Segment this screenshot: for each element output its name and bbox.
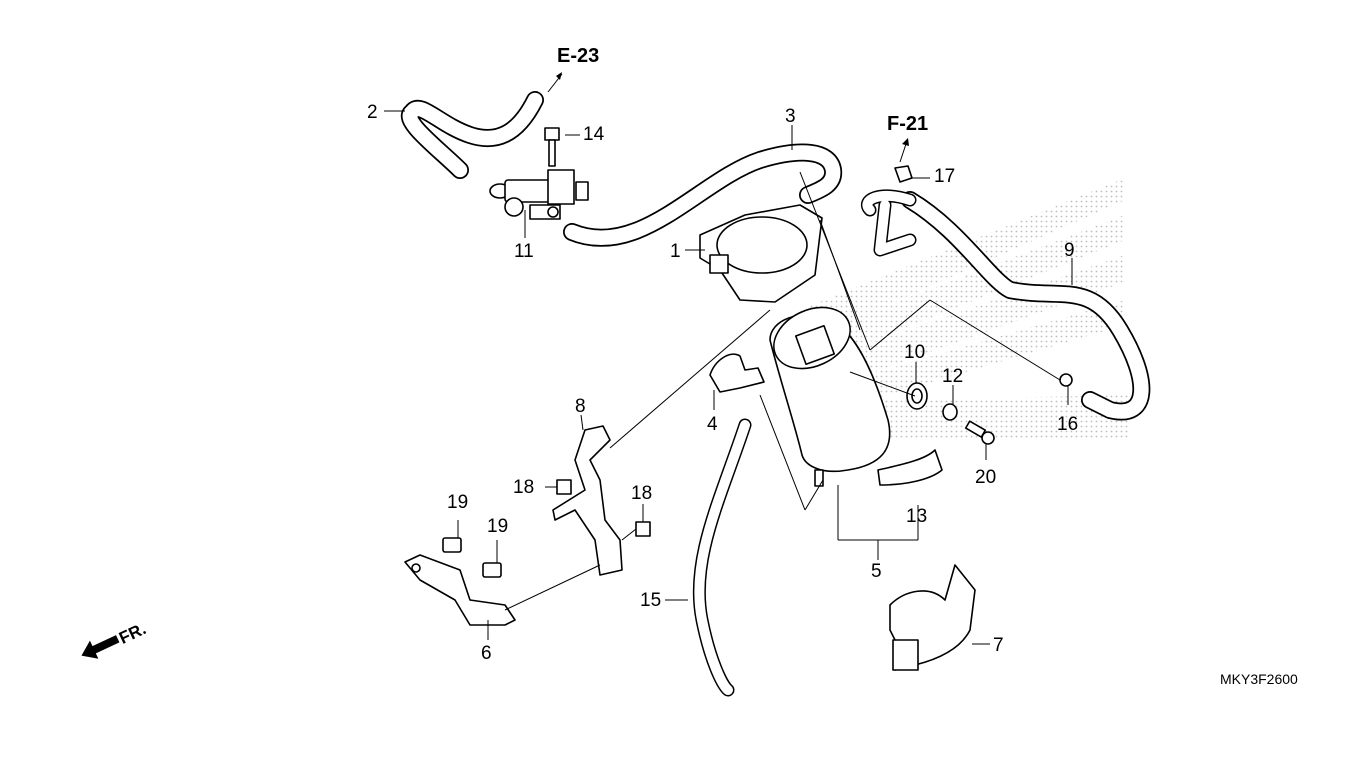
callout-12: 12 <box>942 366 963 387</box>
part-16-clip[interactable] <box>1059 373 1073 387</box>
part-19-bolt-b[interactable] <box>482 562 502 578</box>
callout-11: 11 <box>514 241 534 262</box>
callout-19-b: 19 <box>487 516 508 537</box>
callout-13: 13 <box>906 506 927 527</box>
front-marker: FR. <box>81 619 149 659</box>
front-marker-label: FR. <box>116 619 149 648</box>
part-8-bracket[interactable] <box>552 425 623 576</box>
part-14-bolt[interactable] <box>544 127 560 167</box>
ref-f21[interactable]: F-21 <box>887 113 928 163</box>
callout-16: 16 <box>1057 414 1078 435</box>
part-3-hose[interactable] <box>563 143 843 247</box>
ref-e23[interactable]: E-23 <box>547 45 599 93</box>
part-18-bolt-b[interactable] <box>621 521 651 541</box>
callout-10: 10 <box>904 342 925 363</box>
diagram-code: MKY3F2600 <box>1220 671 1298 687</box>
callout-20: 20 <box>975 467 996 488</box>
ref-e23-label: E-23 <box>557 45 599 67</box>
callouts: 2 14 11 3 1 17 9 10 12 16 20 13 4 5 8 18… <box>367 102 1078 664</box>
callout-3: 3 <box>785 106 796 127</box>
callout-6: 6 <box>481 643 492 664</box>
part-6-bracket[interactable] <box>404 554 516 626</box>
callout-18-b: 18 <box>631 483 652 504</box>
part-5-canister[interactable] <box>764 296 891 487</box>
part-11-solenoid-valve[interactable] <box>489 169 589 220</box>
part-19-bolt-a[interactable] <box>442 537 462 553</box>
callout-5: 5 <box>871 561 882 582</box>
part-7-cover[interactable] <box>889 564 976 671</box>
part-20-bolt[interactable] <box>964 420 995 445</box>
callout-15: 15 <box>640 590 661 611</box>
callout-17: 17 <box>934 166 955 187</box>
callout-7: 7 <box>993 635 1004 656</box>
ref-f21-label: F-21 <box>887 113 928 135</box>
part-2-hose[interactable] <box>400 91 544 179</box>
part-9-hose[interactable] <box>861 189 1151 421</box>
part-13-band[interactable] <box>877 449 943 486</box>
callout-1: 1 <box>670 241 681 262</box>
part-17-clip[interactable] <box>894 165 913 183</box>
part-12-collar[interactable] <box>942 403 958 421</box>
part-10-grommet[interactable] <box>906 382 928 410</box>
callout-19-a: 19 <box>447 492 468 513</box>
callout-8: 8 <box>575 396 586 417</box>
front-arrow-icon <box>81 635 120 659</box>
callout-14: 14 <box>583 124 605 145</box>
part-1-holder[interactable] <box>699 204 823 303</box>
leader-lines <box>384 110 1073 645</box>
part-18-bolt-a[interactable] <box>556 479 572 495</box>
callout-2: 2 <box>367 102 378 123</box>
callout-18-a: 18 <box>513 477 534 498</box>
part-15-hose[interactable] <box>692 418 752 697</box>
part-4-elbow[interactable] <box>709 353 765 393</box>
callout-9: 9 <box>1064 240 1075 261</box>
callout-4: 4 <box>707 414 718 435</box>
